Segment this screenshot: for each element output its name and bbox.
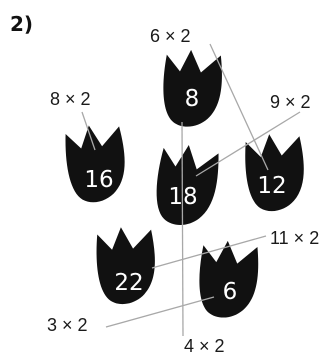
question-number: 2): [10, 12, 33, 36]
label-4x2: 4 × 2: [184, 336, 225, 356]
label-11x2: 11 × 2: [270, 228, 319, 248]
line-4x2-to-8: [181, 121, 184, 337]
label-8x2: 8 × 2: [50, 89, 91, 109]
tulip-6-value: 6: [223, 279, 238, 305]
line-9x2-to-18: [195, 111, 301, 177]
tulip-16-value: 16: [84, 167, 113, 193]
line-3x2-to-6: [105, 296, 215, 328]
label-9x2: 9 × 2: [270, 92, 311, 112]
label-6x2: 6 × 2: [150, 26, 191, 46]
line-11x2-to-22: [151, 235, 267, 269]
label-3x2: 3 × 2: [47, 315, 88, 335]
line-6x2-to-12: [209, 43, 269, 171]
line-8x2-to-16: [81, 111, 96, 151]
tulip-8-value: 8: [185, 86, 200, 112]
tulip-12-value: 12: [257, 173, 286, 199]
tulip-22-value: 22: [114, 270, 143, 296]
